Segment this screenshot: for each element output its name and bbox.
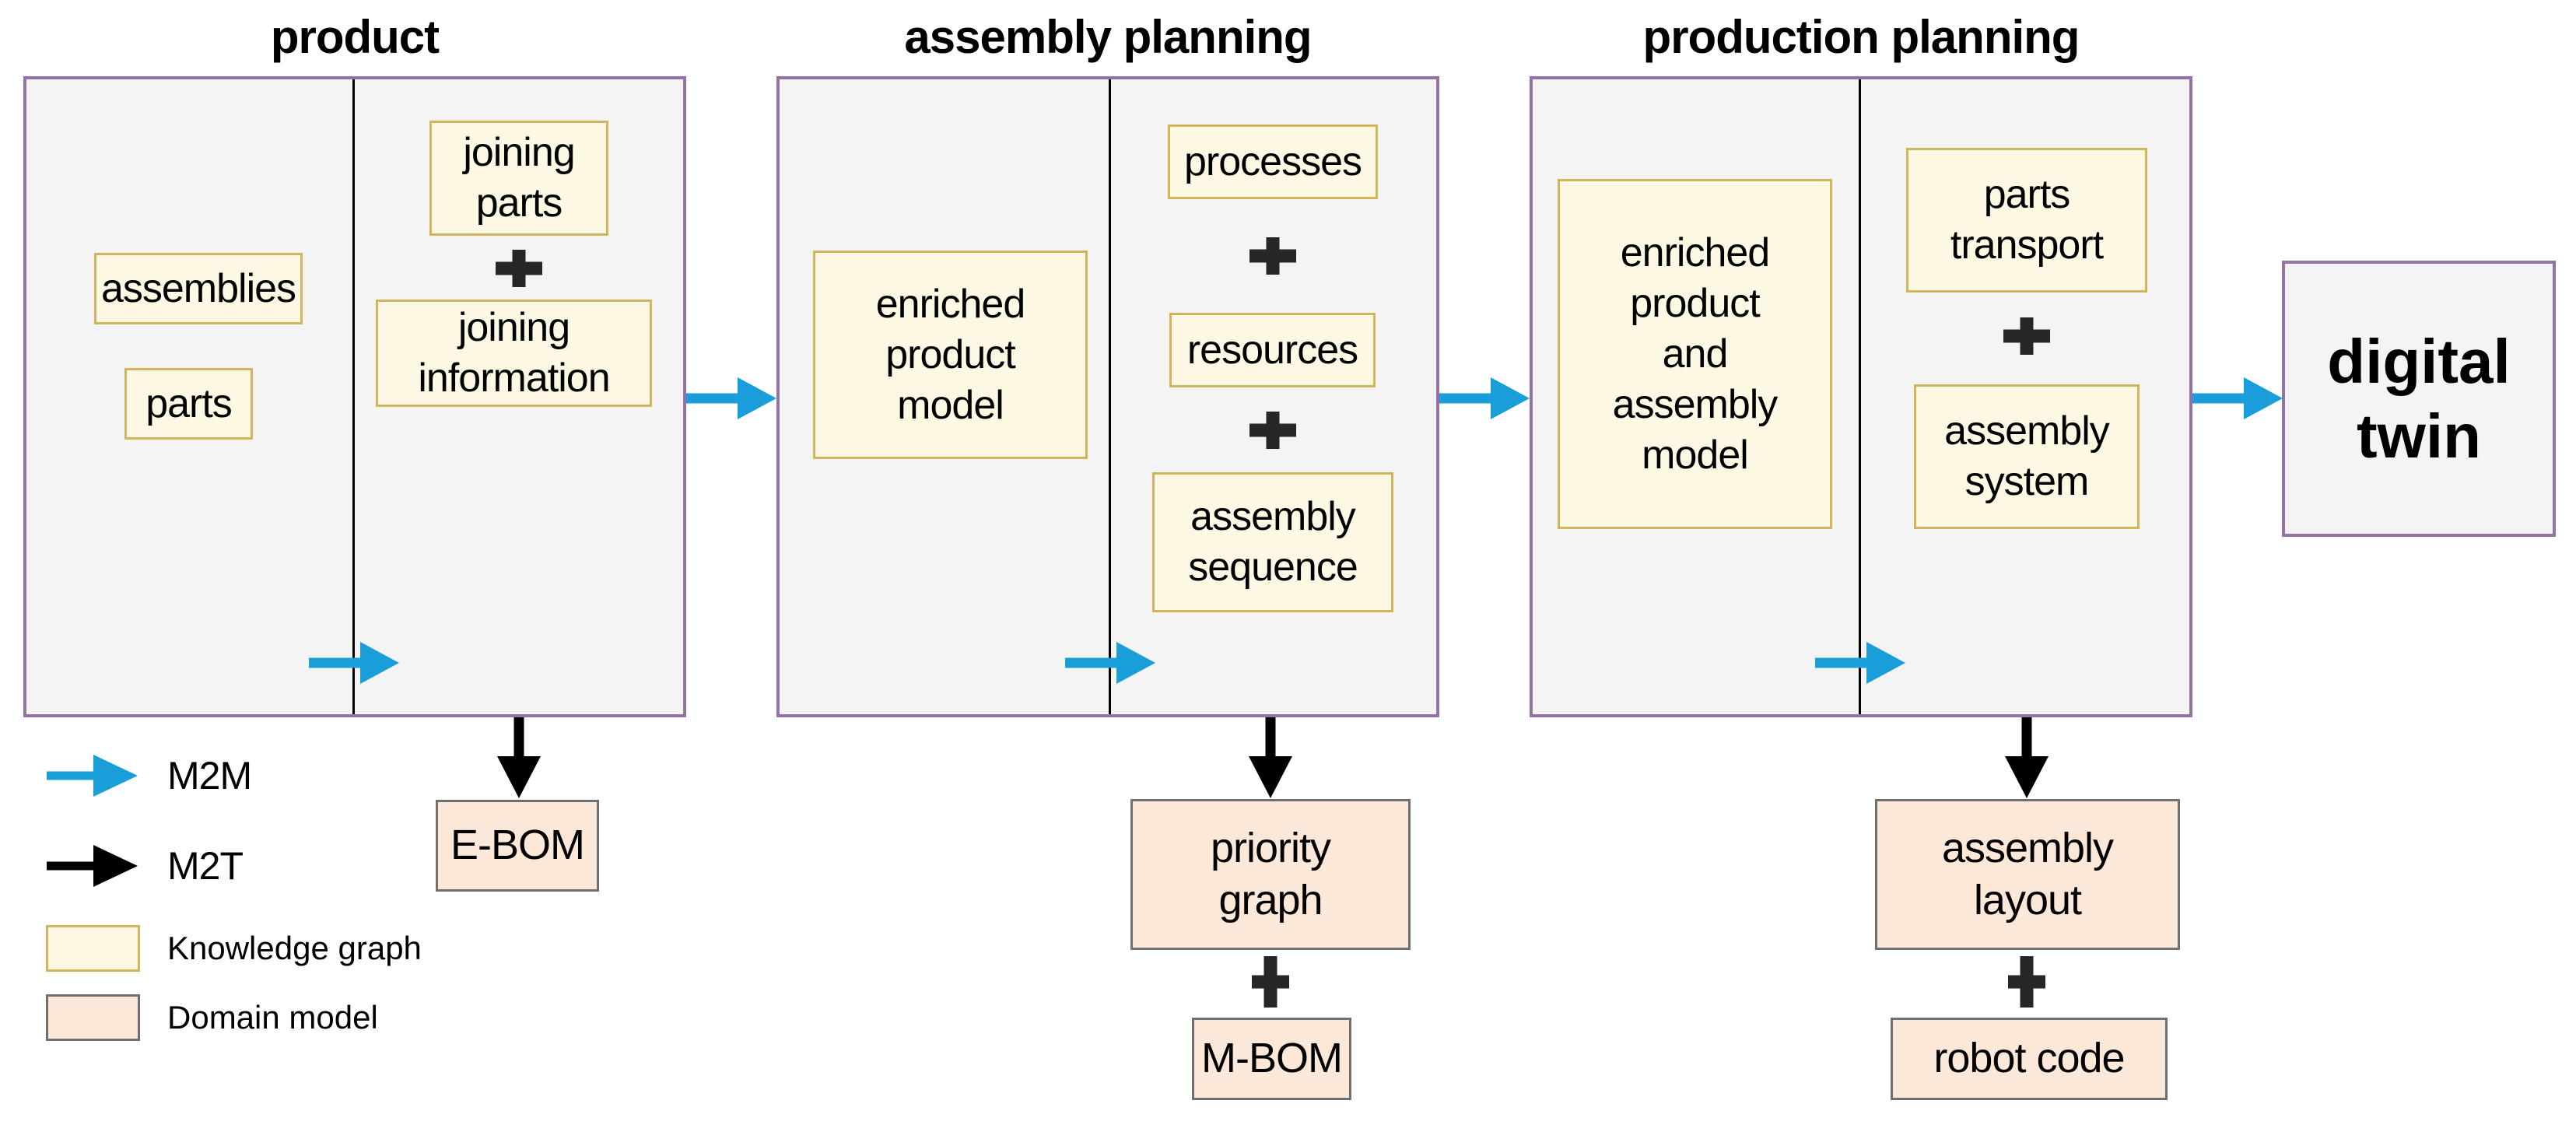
box-enriched-product-model: enriched product model <box>813 251 1088 459</box>
plus-icon <box>1249 412 1296 449</box>
panel-title-assembly-planning: assembly planning <box>904 10 1312 63</box>
legend-m2t-label: M2T <box>167 844 244 888</box>
box-assemblies: assemblies <box>94 253 303 324</box>
legend-m2t-arrow-icon <box>47 845 138 887</box>
box-robot-code: robot code <box>1891 1018 2168 1100</box>
box-parts: parts <box>124 368 253 440</box>
legend-m2m-arrow-icon <box>47 755 138 797</box>
box-priority-graph: priority graph <box>1130 799 1411 950</box>
box-parts-transport: parts transport <box>1906 148 2147 293</box>
box-digital-twin: digital twin <box>2282 261 2556 537</box>
box-joining-parts: joining parts <box>429 121 608 236</box>
m2t-arrow-icon <box>2005 717 2049 798</box>
box-enriched-product-and-assembly-model: enriched product and assembly model <box>1558 179 1832 529</box>
box-assembly-system: assembly system <box>1914 384 2140 529</box>
box-joining-information: joining information <box>376 300 652 407</box>
box-ebom: E-BOM <box>436 800 599 892</box>
panel-production-planning-divider <box>1859 79 1861 714</box>
box-assembly-layout: assembly layout <box>1875 799 2180 950</box>
box-processes: processes <box>1168 124 1378 199</box>
legend-knowledge-graph-label: Knowledge graph <box>167 930 422 966</box>
panel-title-product: product <box>270 10 440 63</box>
plus-icon <box>496 250 542 287</box>
plus-icon <box>1252 956 1289 1008</box>
box-resources: resources <box>1169 313 1376 387</box>
m2t-arrow-icon <box>497 717 541 798</box>
panel-title-production-planning: production planning <box>1642 10 2080 63</box>
plus-icon <box>1249 237 1296 275</box>
m2m-arrow-icon <box>1815 642 1905 684</box>
panel-product-divider <box>352 79 355 714</box>
legend-m2m-label: M2M <box>167 754 252 797</box>
m2m-arrow-icon <box>1439 377 1530 419</box>
m2m-arrow-icon <box>2192 377 2283 419</box>
plus-icon <box>2008 956 2045 1008</box>
legend-knowledge-graph-swatch <box>46 925 140 972</box>
box-mbom: M-BOM <box>1192 1018 1351 1100</box>
legend-domain-model-swatch <box>46 994 140 1041</box>
m2m-arrow-icon <box>686 377 776 419</box>
box-assembly-sequence: assembly sequence <box>1152 472 1393 612</box>
panel-assembly-planning-divider <box>1109 79 1111 714</box>
m2m-arrow-icon <box>309 642 399 684</box>
m2t-arrow-icon <box>1249 717 1292 798</box>
legend-domain-model-label: Domain model <box>167 999 378 1036</box>
m2m-arrow-icon <box>1065 642 1155 684</box>
plus-icon <box>2003 317 2050 355</box>
